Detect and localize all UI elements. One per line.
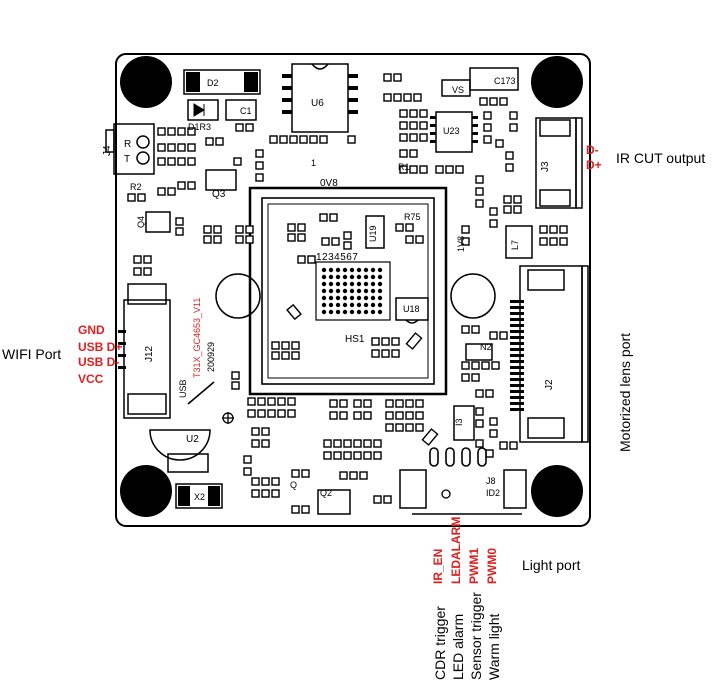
mounting-hole-top-left [120,56,172,108]
light-pin-ir-en: IR_EN [431,549,445,584]
label-r: R [124,139,131,150]
label-j2: J2 [544,379,555,390]
label-j12: J12 [144,345,155,362]
label-vs: VS [452,85,464,95]
label-pins: 1234567 [316,252,358,263]
wifi-pin-usb-dminus: USB D- [78,355,119,369]
label-c173: C173 [494,76,516,86]
lens-mount-hole-left [215,273,261,319]
label-q4: Q4 [136,216,146,228]
c173-capacitor [469,67,519,91]
light-connector-right [503,469,527,509]
wifi-pin-vcc: VCC [78,372,104,386]
j12-usb-connector [123,299,171,419]
u18-chip [395,297,429,321]
i3-component [453,405,475,441]
wifi-port-label: WIFI Port [2,346,61,362]
lens-mount-hole-right [450,273,496,319]
mounting-hole-bottom-left [120,465,172,517]
light-fn-cdr-trigger: CDR trigger [432,606,448,680]
label-r75: R75 [404,212,421,222]
light-pin-pwm1: PWM1 [467,548,481,584]
left-passives [127,123,356,244]
label-i3: I3 [454,418,464,426]
mounting-hole-top-right [531,56,583,108]
light-fn-led-alarm: LED alarm [450,614,466,680]
label-d2: D2 [207,78,219,88]
mounting-hole-bottom-right [531,465,583,517]
bottom-passives [243,397,439,514]
label-x2: X2 [194,492,205,502]
c1-capacitor [225,99,257,121]
q2-transistor [317,489,351,515]
label-id2: ID2 [486,488,500,498]
label-n2: N2 [480,342,492,352]
j2-pins [510,300,524,411]
ircut-pin-dminus: D- [586,143,599,157]
light-pin-pwm0: PWM0 [485,548,499,584]
label-q3: Q3 [212,189,226,200]
label-model: T31X_GC4653_V11 [192,298,202,378]
n2-passives [461,325,518,458]
u19-chip [365,215,385,249]
label-q2: Q2 [320,488,332,498]
label-j4: J4 [102,145,113,156]
sensor-frame-inner [261,197,435,385]
label-usb: USB [178,379,188,398]
q3-transistor [205,169,237,191]
usb-passives [133,255,240,390]
label-iv8: 1V8 [456,236,466,252]
bga-chip [315,261,391,321]
label-u6: U6 [311,98,324,109]
label-u18: U18 [403,304,420,314]
wifi-pin-gnd: GND [78,323,105,337]
sensor-passives [271,213,424,360]
d2-diode [183,69,261,95]
label-r1: R1 [398,162,410,172]
label-l7: L7 [510,240,520,250]
light-port-pads [429,447,487,467]
motor-port-label: Motorized lens port [617,333,633,452]
label-r2: R2 [130,182,142,192]
light-pin-ledalarm: LEDALARM [449,517,463,584]
l7-inductor [505,225,533,259]
sensor-frame-core [267,203,429,379]
u2-regulator [149,429,211,461]
light-fn-warm-light: Warm light [486,614,502,680]
label-u23: U23 [443,126,460,136]
sensor-frame-outer [248,186,448,396]
label-c1: C1 [240,106,252,116]
light-connector-left [399,469,427,509]
label-ov8: 0V8 [320,178,338,189]
right-top-passives [383,73,568,246]
label-u19: U19 [368,225,378,242]
ircut-pin-dplus: D+ [586,158,602,172]
light-port-label: Light port [522,557,580,573]
label-j3: J3 [540,161,551,172]
label-q: Q [290,480,297,490]
label-date: 200929 [206,342,216,372]
label-u2: U2 [186,434,199,445]
q4-transistor [145,211,171,233]
label-t: T [124,154,130,165]
label-d1r3: D1R3 [188,122,211,132]
light-fn-sensor-trigger: Sensor trigger [468,592,484,680]
x2-crystal [175,483,223,509]
label-one: 1 [311,158,316,168]
wifi-pin-usb-dplus: USB D+ [78,340,122,354]
ircut-output-label: IR CUT output [616,150,705,166]
label-hs1: HS1 [345,334,365,345]
label-j8: J8 [486,476,496,486]
